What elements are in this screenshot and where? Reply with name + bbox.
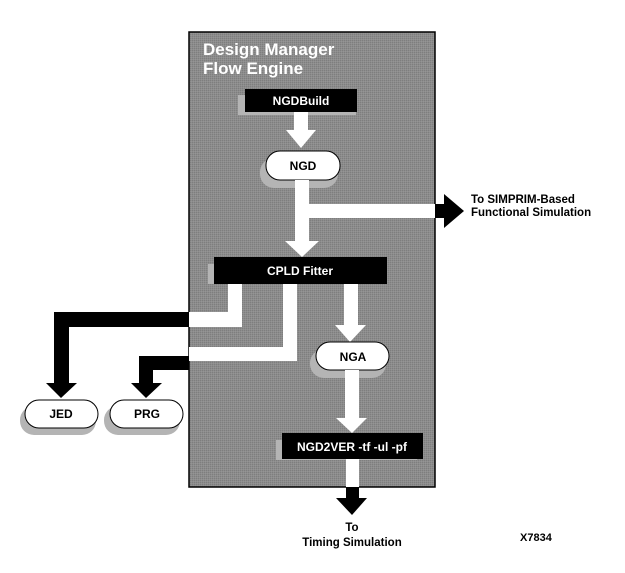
- arrow-prg-vertical-outside: [139, 356, 153, 384]
- simprim-label-line1: To SIMPRIM-Based: [471, 194, 575, 206]
- arrow-ngd-fitter-head: [285, 241, 319, 257]
- simprim-label-line2: Functional Simulation: [471, 207, 591, 219]
- arrow-ngdbuild-ngd-head: [286, 130, 316, 148]
- prg-label: PRG: [134, 407, 160, 421]
- arrow-timing-shaft-inside: [346, 459, 359, 487]
- figure-id: X7834: [520, 532, 553, 544]
- arrow-jed-horizontal-outside: [54, 312, 189, 327]
- arrow-ngdbuild-ngd-shaft: [294, 112, 308, 131]
- jed-label: JED: [49, 407, 73, 421]
- ngd2ver-box: [282, 433, 423, 459]
- ngdbuild-label: NGDBuild: [273, 94, 330, 108]
- jed-node: [24, 399, 99, 429]
- arrow-timing-head: [336, 498, 367, 515]
- nga-label: NGA: [340, 350, 367, 364]
- timing-label-line2: Timing Simulation: [302, 537, 401, 549]
- arrow-fitter-nga-shaft: [344, 284, 358, 326]
- arrow-jed-horizontal-inside: [189, 312, 242, 327]
- arrow-prg-horizontal-inside: [189, 347, 297, 361]
- arrow-simprim-shaft-inside: [309, 204, 435, 218]
- timing-label-line1: To: [345, 522, 358, 534]
- prg-node: [109, 399, 184, 429]
- arrow-simprim-shaft-outside: [435, 204, 445, 218]
- arrow-prg-vertical-inside: [283, 284, 297, 361]
- arrow-timing-shaft-outside: [346, 487, 359, 499]
- panel-title-line2: Flow Engine: [203, 59, 303, 78]
- cpld-fitter-box: [214, 257, 387, 284]
- arrow-nga-ngd2ver-head: [336, 418, 367, 433]
- ngdbuild-box: [245, 89, 357, 112]
- arrow-prg-horizontal-outside-top: [139, 356, 189, 361]
- arrow-simprim-head: [444, 194, 464, 228]
- panel-title-line1: Design Manager: [203, 40, 335, 59]
- arrow-fitter-nga-head: [335, 325, 366, 342]
- arrow-nga-ngd2ver-shaft: [345, 370, 359, 419]
- arrow-ngd-fitter-shaft: [295, 180, 309, 242]
- arrow-jed-head: [46, 383, 77, 398]
- cpld-fitter-label: CPLD Fitter: [267, 264, 333, 278]
- ngd2ver-label: NGD2VER -tf -ul -pf: [297, 440, 408, 454]
- arrow-jed-vertical-outside: [54, 312, 69, 384]
- arrow-prg-head: [131, 383, 162, 398]
- ngd-label: NGD: [290, 159, 317, 173]
